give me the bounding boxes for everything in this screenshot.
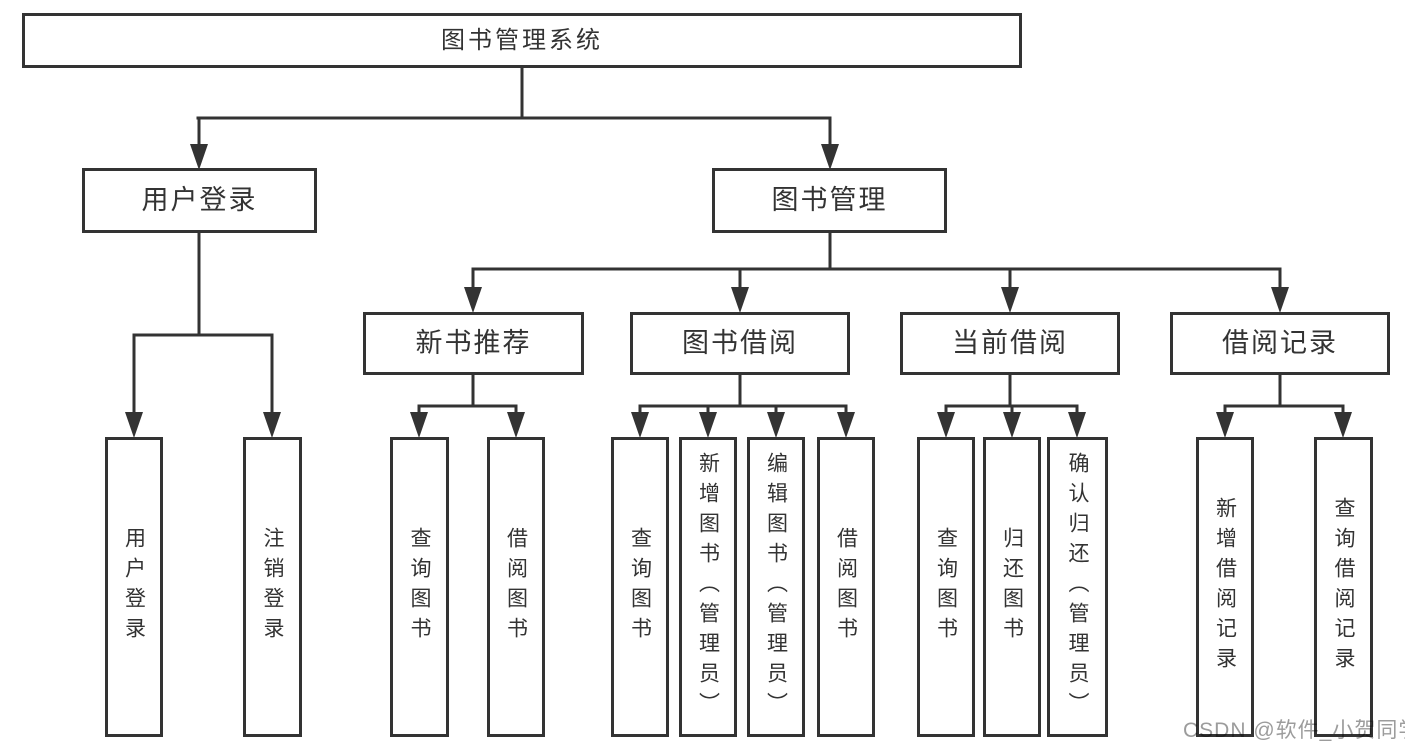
leaf-query-books-current: 查询图书 bbox=[917, 437, 975, 737]
node-borrow-records: 借阅记录 bbox=[1170, 312, 1390, 375]
node-book-borrow-label: 图书借阅 bbox=[682, 328, 798, 358]
leaf-confirm-return-admin-label: 确认归还（管理员） bbox=[1066, 452, 1089, 722]
leaf-borrow-books-recommend-label: 借阅图书 bbox=[504, 527, 528, 647]
arrow-down-icon bbox=[1334, 412, 1352, 438]
arrow-down-icon bbox=[263, 412, 281, 438]
leaf-edit-book-admin: 编辑图书（管理员） bbox=[747, 437, 805, 737]
leaf-borrow-books-label: 借阅图书 bbox=[834, 527, 858, 647]
arrowheads bbox=[125, 144, 1352, 438]
arrow-down-icon bbox=[631, 412, 649, 438]
leaf-add-book-admin-label: 新增图书（管理员） bbox=[696, 452, 720, 722]
current-borrow-connector bbox=[944, 373, 1079, 416]
arrow-down-icon bbox=[190, 144, 208, 170]
node-current-borrow: 当前借阅 bbox=[900, 312, 1120, 375]
leaf-borrow-books-recommend: 借阅图书 bbox=[487, 437, 545, 737]
arrow-down-icon bbox=[1001, 287, 1019, 313]
leaf-user-login: 用户登录 bbox=[105, 437, 163, 737]
node-borrow-records-label: 借阅记录 bbox=[1222, 328, 1338, 358]
trunk-connector bbox=[196, 64, 832, 150]
leaf-user-login-label: 用户登录 bbox=[122, 527, 146, 647]
arrow-down-icon bbox=[507, 412, 525, 438]
node-user-login-label: 用户登录 bbox=[141, 185, 258, 215]
arrow-down-icon bbox=[937, 412, 955, 438]
watermark: CSDN @软件_小贺同学 bbox=[1183, 719, 1405, 742]
node-book-borrow: 图书借阅 bbox=[630, 312, 850, 375]
new-book-recommend-connector bbox=[417, 373, 518, 416]
leaf-query-books-current-label: 查询图书 bbox=[934, 527, 958, 647]
node-root-label: 图书管理系统 bbox=[441, 26, 603, 54]
leaf-logout: 注销登录 bbox=[243, 437, 302, 737]
arrow-down-icon bbox=[767, 412, 785, 438]
leaf-add-borrow-record: 新增借阅记录 bbox=[1196, 437, 1254, 737]
node-book-management-label: 图书管理 bbox=[771, 185, 888, 215]
leaf-return-book-label: 归还图书 bbox=[1000, 527, 1024, 647]
user-login-branch-connector bbox=[132, 231, 274, 416]
leaf-return-book: 归还图书 bbox=[983, 437, 1041, 737]
leaf-confirm-return-admin: 确认归还（管理员） bbox=[1047, 437, 1108, 737]
leaf-logout-label: 注销登录 bbox=[261, 527, 284, 647]
leaf-borrow-books: 借阅图书 bbox=[817, 437, 875, 737]
book-management-branch-connector bbox=[471, 231, 1282, 292]
arrow-down-icon bbox=[1068, 412, 1086, 438]
node-new-book-recommend-label: 新书推荐 bbox=[415, 328, 532, 358]
leaf-edit-book-admin-label: 编辑图书（管理员） bbox=[764, 452, 788, 722]
arrow-down-icon bbox=[125, 412, 143, 438]
leaf-query-borrow-record: 查询借阅记录 bbox=[1314, 437, 1373, 737]
arrow-down-icon bbox=[464, 287, 482, 313]
leaf-add-borrow-record-label: 新增借阅记录 bbox=[1213, 497, 1237, 677]
leaf-query-borrow-record-label: 查询借阅记录 bbox=[1332, 497, 1355, 677]
arrow-down-icon bbox=[837, 412, 855, 438]
arrow-down-icon bbox=[731, 287, 749, 313]
node-current-borrow-label: 当前借阅 bbox=[952, 328, 1068, 358]
arrow-down-icon bbox=[699, 412, 717, 438]
borrow-records-connector bbox=[1223, 373, 1345, 416]
book-borrow-connector bbox=[638, 373, 848, 416]
leaf-query-books-borrow: 查询图书 bbox=[611, 437, 669, 737]
node-root: 图书管理系统 bbox=[22, 13, 1022, 68]
arrow-down-icon bbox=[410, 412, 428, 438]
arrow-down-icon bbox=[1271, 287, 1289, 313]
arrow-down-icon bbox=[1003, 412, 1021, 438]
leaf-add-book-admin: 新增图书（管理员） bbox=[679, 437, 737, 737]
arrow-down-icon bbox=[1216, 412, 1234, 438]
node-new-book-recommend: 新书推荐 bbox=[363, 312, 584, 375]
leaf-query-books-recommend-label: 查询图书 bbox=[408, 527, 431, 647]
arrow-down-icon bbox=[821, 144, 839, 170]
leaf-query-books-borrow-label: 查询图书 bbox=[628, 527, 652, 647]
node-book-management: 图书管理 bbox=[712, 168, 947, 233]
node-user-login: 用户登录 bbox=[82, 168, 317, 233]
leaf-query-books-recommend: 查询图书 bbox=[390, 437, 449, 737]
